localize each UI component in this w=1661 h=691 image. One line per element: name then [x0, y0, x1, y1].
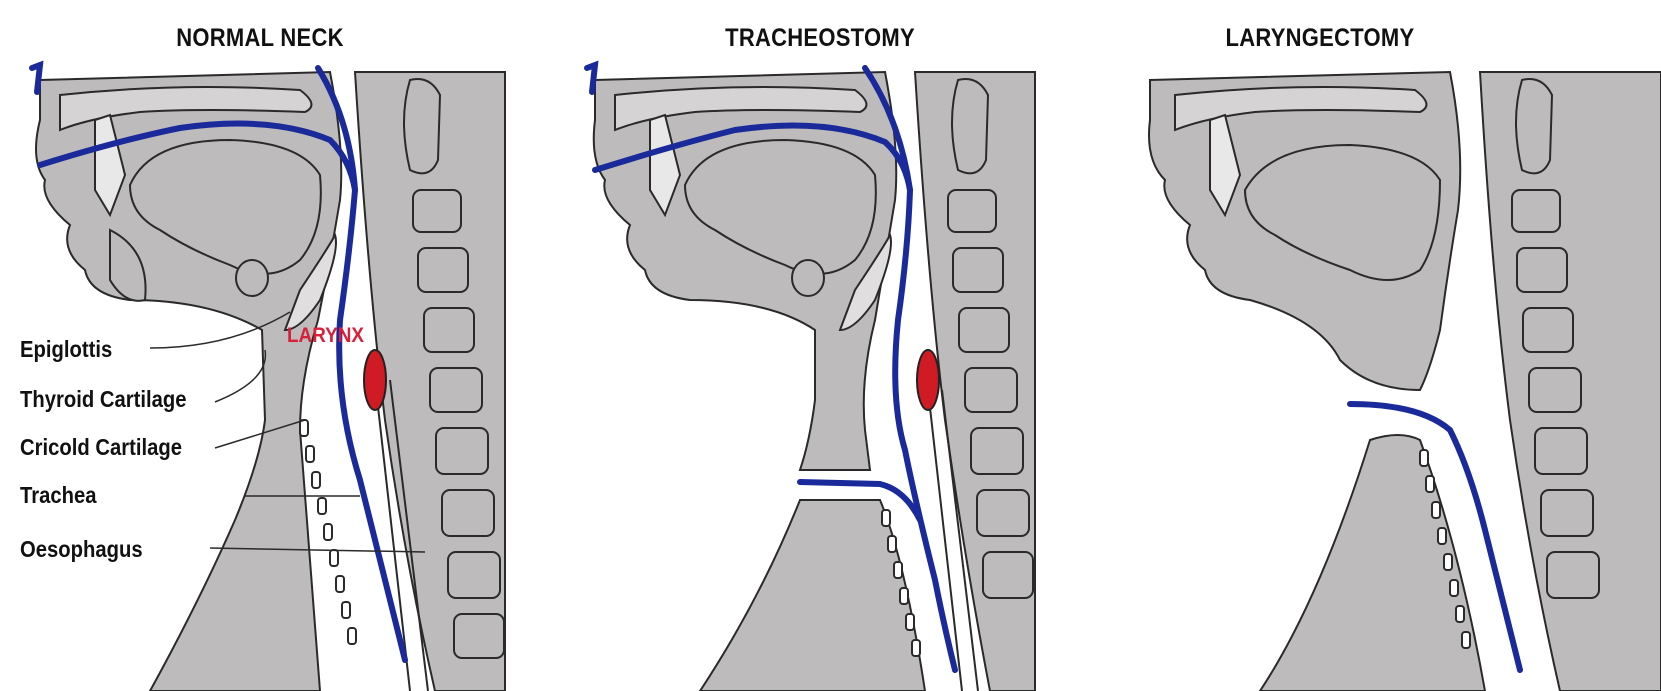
panel-title-laryngectomy: LARYNGECTOMY: [1197, 24, 1443, 53]
panel-title-tracheostomy: TRACHEOSTOMY: [697, 24, 943, 53]
label-thyroid-cartilage: Thyroid Cartilage: [20, 386, 186, 413]
label-cricoid-cartilage: Cricold Cartilage: [20, 434, 182, 461]
tracheostomy-diagram: [560, 0, 1080, 691]
panel-normal-neck: NORMAL NECK Epiglottis Thyroid Cartilage…: [0, 0, 520, 691]
laryngectomy-diagram: [1120, 0, 1661, 691]
label-oesophagus: Oesophagus: [20, 536, 143, 563]
panel-laryngectomy: LARYNGECTOMY: [1120, 0, 1661, 691]
panel-title-normal-neck: NORMAL NECK: [137, 24, 383, 53]
larynx-marker: [364, 350, 386, 410]
label-trachea: Trachea: [20, 482, 97, 509]
panel-tracheostomy: TRACHEOSTOMY: [560, 0, 1080, 691]
label-larynx: LARYNX: [287, 324, 364, 348]
label-epiglottis: Epiglottis: [20, 336, 112, 363]
